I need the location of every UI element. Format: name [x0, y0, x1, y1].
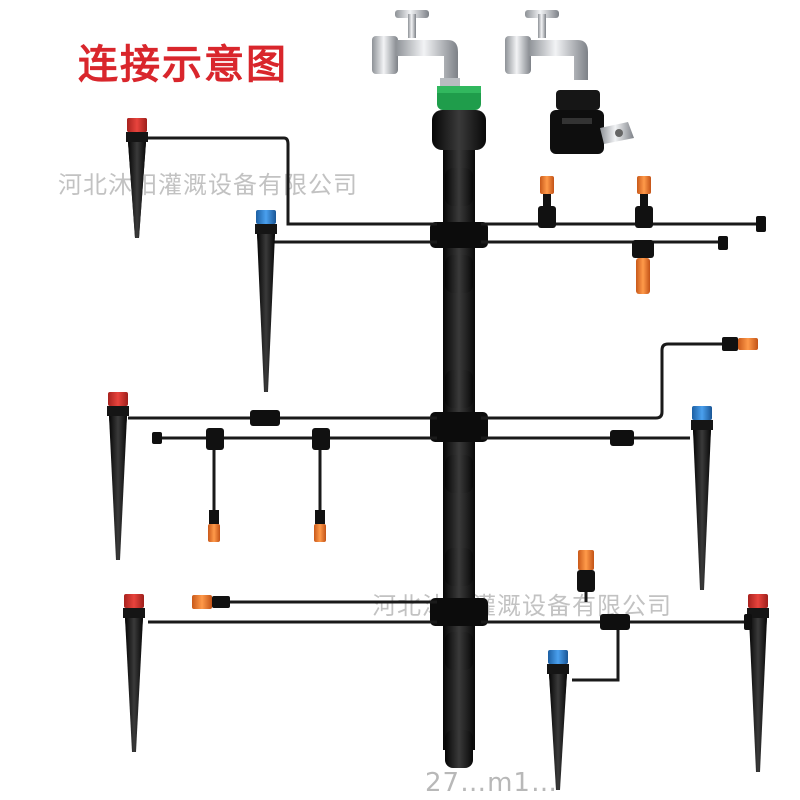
- stake-emitter-blue-upper: [255, 210, 277, 392]
- drip-emitter-orange-side: [192, 337, 758, 609]
- faucet-left: [372, 10, 460, 86]
- watermark-footer: 27…m1…: [425, 768, 558, 798]
- stake-emitter-red-lower-left: [123, 594, 145, 752]
- branch-lines: [128, 136, 760, 682]
- inline-connectors: [152, 216, 766, 630]
- hose-adapter: [550, 90, 634, 154]
- faucet-right: [505, 10, 588, 80]
- stake-emitter-red-middle: [107, 392, 129, 560]
- stake-emitter-blue-lower: [547, 650, 569, 790]
- watermark-company: 河北沐阳灌溉设备有限公司: [58, 171, 358, 199]
- diagram-title: 连接示意图: [78, 42, 288, 88]
- stake-emitter-red-lower-right: [747, 594, 769, 772]
- drip-emitter-orange: [538, 176, 654, 294]
- stake-emitter-blue-right: [691, 406, 713, 590]
- main-pipe: [430, 86, 488, 768]
- drip-emitter-orange-hanging: [206, 428, 330, 542]
